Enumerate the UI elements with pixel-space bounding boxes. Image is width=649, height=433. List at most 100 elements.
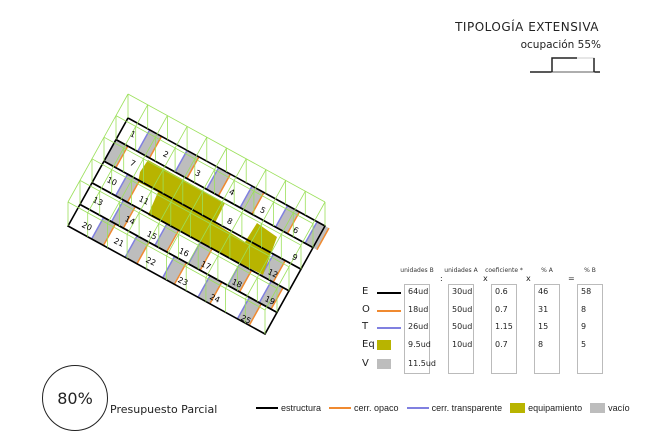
unit-label: 19	[263, 294, 276, 306]
transparent-enclosure	[197, 275, 211, 298]
budget-label: Presupuesto Parcial	[110, 403, 218, 416]
cell-a: 50ud	[452, 305, 473, 314]
swatch-line	[377, 310, 401, 312]
operator: :	[440, 274, 443, 283]
swatch-line	[377, 292, 401, 294]
opaque-enclosure	[248, 303, 262, 326]
unit-label: 4	[228, 187, 236, 197]
legend-swatch	[256, 407, 278, 409]
column-box-b	[404, 284, 430, 374]
unit-label: 3	[194, 168, 202, 178]
wire-line	[244, 191, 306, 300]
unit-label: 17	[199, 259, 212, 271]
legend-swatch	[510, 403, 526, 413]
cell-b: 11.5ud	[408, 359, 436, 368]
operator: x	[526, 274, 531, 283]
unit-label: 11	[137, 194, 150, 206]
legend-label: estructura	[281, 403, 322, 413]
opaque-enclosure	[272, 260, 286, 283]
cell-pa: 46	[538, 287, 549, 296]
opaque-enclosure	[102, 223, 117, 246]
unit-label: 23	[176, 275, 189, 287]
swatch-line	[377, 327, 401, 329]
header-b: unidades B	[400, 267, 434, 274]
building-axonometric: 1234567891011121314151617181920212223242…	[66, 93, 330, 336]
swatch-fill	[377, 340, 391, 350]
operator: x	[483, 274, 488, 283]
transparent-enclosure	[258, 280, 272, 304]
unit-label: 22	[144, 255, 157, 267]
transparent-enclosure	[137, 129, 151, 152]
opaque-enclosure	[115, 145, 129, 169]
unit-label: 16	[177, 246, 190, 258]
transparent-enclosure	[205, 167, 220, 190]
cell-b: 18ud	[408, 305, 429, 314]
wire-line	[166, 147, 227, 257]
row-label: T	[362, 321, 369, 332]
cell-a: 30ud	[452, 287, 473, 296]
cell-coef: 0.7	[495, 340, 508, 349]
wire-line	[146, 137, 208, 246]
transparent-enclosure	[174, 150, 188, 173]
transparent-enclosure	[110, 199, 125, 223]
unit-label: 8	[226, 216, 234, 226]
cell-pb: 5	[581, 340, 587, 349]
unit-label: 21	[112, 236, 125, 248]
cell-b: 9.5ud	[408, 340, 431, 349]
section-icon	[530, 57, 600, 73]
cell-b: 26ud	[408, 322, 429, 331]
unit-label: 6	[292, 225, 300, 235]
wire-line	[205, 169, 267, 278]
opaque-enclosure	[209, 281, 223, 305]
opaque-enclosure	[316, 227, 330, 251]
legend-swatch	[406, 407, 429, 409]
opaque-enclosure	[173, 262, 188, 285]
wire-line	[67, 93, 129, 203]
opaque-enclosure	[238, 269, 253, 293]
wire-line	[126, 126, 188, 235]
percentage-circle: 80%	[42, 365, 108, 431]
title: TIPOLOGÍA EXTENSIVA	[455, 20, 599, 34]
transparent-enclosure	[239, 185, 253, 209]
unit-label: 10	[105, 175, 118, 187]
unit-label: 2	[162, 149, 170, 159]
unit-label: 7	[129, 158, 137, 168]
opaque-enclosure	[166, 229, 180, 253]
transparent-enclosure	[236, 296, 251, 320]
wire-line	[225, 180, 286, 289]
unit-label: 13	[91, 195, 104, 207]
header-coef: coeficiente *	[485, 267, 523, 274]
opaque-enclosure	[122, 206, 136, 229]
opaque-enclosure	[199, 248, 213, 271]
cell-pb: 8	[581, 305, 587, 314]
row-label: E	[362, 286, 369, 297]
row-label: O	[362, 304, 370, 315]
unit-label: 18	[230, 277, 243, 289]
row-label: V	[362, 358, 369, 369]
subtitle: ocupación 55%	[520, 39, 601, 51]
transparent-enclosure	[90, 216, 105, 240]
cell-a: 50ud	[452, 322, 473, 331]
unit-label: 12	[266, 267, 279, 279]
header-pb: % B	[584, 267, 596, 274]
legend-label: equipamiento	[528, 403, 583, 413]
cell-coef: 0.6	[495, 287, 508, 296]
cell-coef: 1.15	[495, 322, 513, 331]
wire-line	[264, 201, 326, 311]
unit-label: 9	[291, 252, 299, 262]
unit-label: 1	[129, 129, 137, 139]
cell-coef: 0.7	[495, 305, 508, 314]
operator: =	[568, 274, 575, 283]
transparent-enclosure	[304, 221, 318, 244]
column-box-coef	[491, 284, 517, 374]
cell-a: 10ud	[452, 340, 473, 349]
cell-pb: 9	[581, 322, 587, 331]
transparent-enclosure	[161, 255, 176, 279]
unit-label: 5	[259, 205, 267, 215]
unit-label: 25	[239, 313, 252, 325]
unit-label: 20	[80, 220, 93, 232]
opaque-enclosure	[126, 180, 141, 203]
cell-pa: 15	[538, 322, 549, 331]
